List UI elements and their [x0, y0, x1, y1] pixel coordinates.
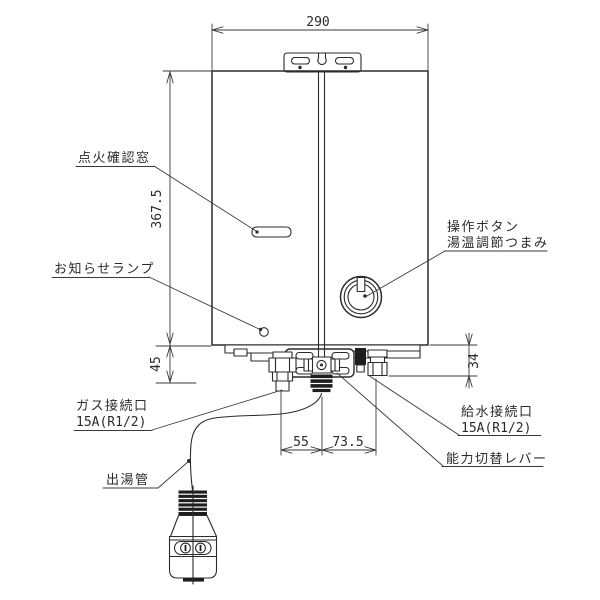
heater-unit — [211, 52, 429, 346]
dim-body-height: 367.5 — [150, 70, 212, 347]
label-water-connection: 給水接続口 — [461, 404, 534, 420]
gas-pipe-stub — [275, 380, 290, 392]
knob-pointer — [356, 276, 366, 293]
dim-top-width: 290 — [211, 15, 429, 71]
leader-lever — [336, 372, 444, 467]
dim-bottom-right: 34 — [388, 332, 482, 389]
label-operation-button: 操作ボタン — [447, 219, 520, 235]
valve-block — [355, 348, 366, 365]
gas-lower-nut — [271, 371, 294, 382]
under-panel-step — [233, 348, 248, 357]
label-gas-connection-size: 15A(R1/2) — [76, 415, 146, 430]
shower-nozzle — [168, 485, 218, 585]
bracket-slot — [290, 56, 311, 65]
outlet-rib — [310, 379, 333, 383]
arrow-right-icon — [364, 446, 377, 454]
leader-lines — [148, 165, 460, 489]
leader-gas — [151, 389, 283, 431]
label-gas-connection: ガス接続口 — [76, 398, 149, 414]
nozzle-switch-mark — [184, 544, 187, 552]
outlet-hose — [189, 392, 323, 492]
nozzle-switch-icon — [180, 542, 191, 554]
nozzle-switch-icon — [195, 542, 206, 554]
dim-gas-outlet-value: 55 — [293, 435, 309, 450]
arrow-left-icon — [211, 26, 224, 34]
water-collar — [369, 356, 386, 364]
callout-labels: 点火確認窓 お知らせランプ 操作ボタン 湯温調節つまみ ガス接続口 15A(R1… — [51, 150, 549, 489]
arrow-down-icon — [465, 333, 473, 346]
gas-connection-fitting — [268, 351, 297, 392]
dim-bottom-left: 45 — [149, 344, 197, 384]
dim-bottom-left-value: 45 — [149, 356, 164, 372]
leader-knob — [365, 250, 446, 297]
bracket-keyhole — [317, 52, 327, 65]
arrow-left-icon — [280, 446, 293, 454]
leader-outlet-pipe — [157, 460, 190, 489]
label-capacity-lever: 能力切替レバー — [446, 452, 548, 467]
bottom-fittings — [224, 344, 421, 393]
arrow-down-icon — [166, 370, 174, 383]
label-outlet-pipe: 出湯管 — [106, 473, 150, 488]
ignition-window — [251, 226, 292, 238]
outlet-center-dot — [320, 363, 323, 367]
arrow-right-icon — [416, 26, 429, 34]
temp-control-knob — [339, 275, 383, 319]
water-neck — [367, 349, 388, 358]
dim-bottom-spacing: 55 73.5 — [280, 378, 377, 456]
mount-bracket — [283, 52, 362, 73]
water-hex-facets — [372, 361, 383, 377]
front-seam — [317, 71, 326, 346]
water-hex-nut — [367, 361, 388, 377]
casing — [211, 70, 429, 346]
outlet-rib — [310, 374, 333, 379]
gas-neck — [272, 351, 293, 359]
outlet-assembly — [303, 344, 341, 393]
arrow-up-icon — [166, 345, 174, 358]
gas-hex-nut — [268, 357, 297, 373]
bracket-slot — [334, 56, 355, 65]
outlet-hose-and-nozzle — [168, 392, 323, 585]
label-ignition-window: 点火確認窓 — [78, 150, 151, 166]
label-notice-lamp: お知らせランプ — [54, 261, 155, 277]
valve-block-tip — [356, 364, 365, 373]
leader-water — [367, 374, 460, 436]
outlet-rib — [312, 388, 331, 393]
nozzle-switch-mark — [199, 544, 202, 552]
label-temp-knob: 湯温調節つまみ — [447, 236, 549, 251]
label-water-connection-size: 15A(R1/2) — [461, 421, 531, 436]
knob-outer-ring — [339, 275, 383, 319]
notice-lamp — [259, 327, 269, 337]
plate-slot — [331, 351, 350, 360]
arrow-up-icon — [166, 71, 174, 84]
water-connection-fitting — [367, 349, 388, 377]
outlet-feed — [317, 344, 326, 358]
outlet-center — [316, 359, 327, 371]
arrow-down-icon — [166, 332, 174, 345]
dim-bottom-right-value: 34 — [467, 353, 482, 369]
bracket-screw-icon — [298, 65, 302, 70]
arrow-mid-icon — [310, 446, 334, 454]
dim-top-width-value: 290 — [306, 15, 329, 30]
dim-body-height-value: 367.5 — [150, 189, 165, 228]
bracket-screw-icon — [343, 65, 348, 70]
dim-outlet-water-value: 73.5 — [332, 435, 363, 450]
leader-ignition-window — [153, 165, 257, 232]
gas-lower-facets — [276, 371, 289, 382]
leader-notice-lamp — [148, 276, 262, 331]
gas-hex-facets — [274, 357, 291, 373]
arrow-up-icon — [465, 375, 473, 388]
outlet-rib — [310, 384, 333, 388]
